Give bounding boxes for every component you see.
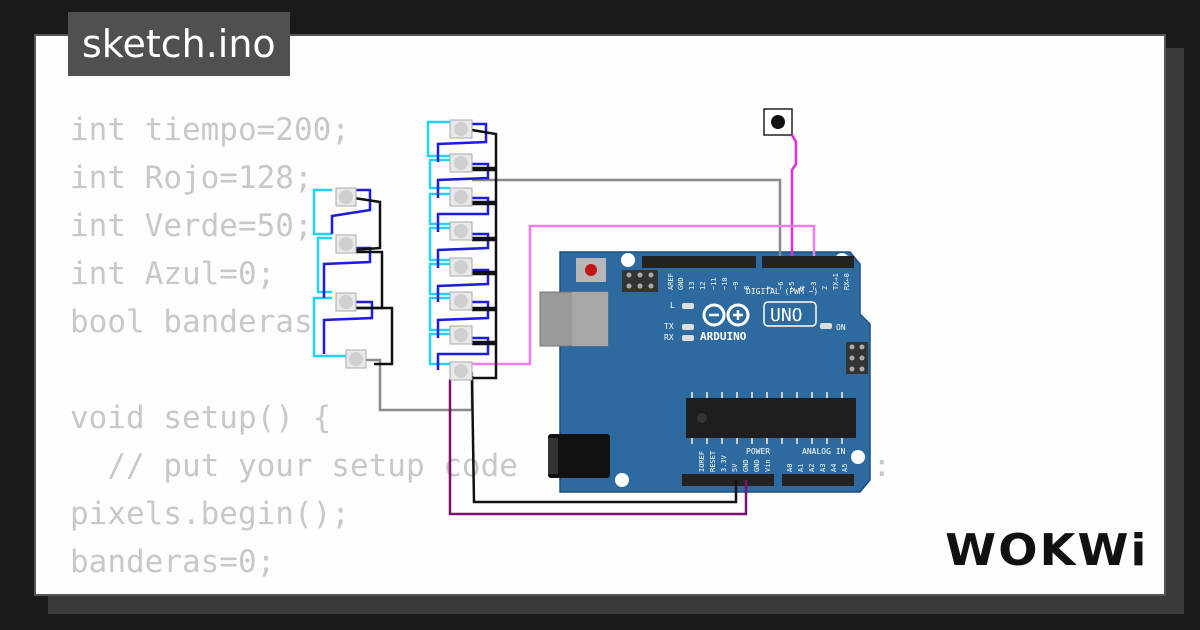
top-pin-label: 4 <box>799 286 807 290</box>
code-line: banderas=0; <box>70 544 276 580</box>
power-pin-label: Vin <box>764 459 772 472</box>
pushbutton[interactable] <box>763 108 793 136</box>
neopixel-right-strip[interactable] <box>449 119 473 381</box>
top-pin-label: ~6 <box>777 282 785 290</box>
analog-pin-label: A3 <box>819 464 827 472</box>
led-label-rx: RX <box>664 333 674 342</box>
code-line: int Rojo=128; <box>70 160 313 196</box>
top-pin-label: 2 <box>821 286 829 290</box>
sketch-filename: sketch.ino <box>68 12 290 76</box>
top-pin-label: GND <box>677 277 685 290</box>
top-pin-label: TX→1 <box>832 273 840 290</box>
arduino-uno-board[interactable]: ARDUINO UNO DIGITAL (PWM ~) POWER ANALOG… <box>539 251 871 493</box>
power-pin-label: 3.3V <box>720 454 728 472</box>
board-model: UNO <box>770 305 803 326</box>
neopixel-led[interactable] <box>449 119 473 139</box>
led-label-tx: TX <box>664 322 674 331</box>
neopixel-led[interactable] <box>335 292 357 312</box>
neopixel-led[interactable] <box>449 291 473 311</box>
analog-pin-label: A0 <box>786 464 794 472</box>
code-line: int Azul=0; <box>70 256 276 292</box>
neopixel-led[interactable] <box>449 257 473 277</box>
arduino-logo-icon <box>702 303 750 327</box>
neopixel-right-wiring <box>426 120 498 380</box>
on-label: ON <box>836 323 846 332</box>
top-pin-label: ~10 <box>721 277 729 290</box>
code-line: int tiempo=200; <box>70 112 350 148</box>
neopixel-left-strip[interactable] <box>335 187 367 369</box>
power-pin-label: GND <box>742 459 750 472</box>
neopixel-left-wiring <box>312 188 394 366</box>
neopixel-led[interactable] <box>449 361 473 381</box>
power-label: POWER <box>746 447 770 456</box>
analog-pin-label: A4 <box>830 464 838 472</box>
neopixel-led[interactable] <box>449 187 473 207</box>
code-line: int Verde=50; <box>70 208 313 244</box>
circuit-diagram: ARDUINO UNO DIGITAL (PWM ~) POWER ANALOG… <box>312 108 871 516</box>
code-preview: int tiempo=200; int Rojo=128; int Verde=… <box>70 106 892 594</box>
wokwi-logo: WOKWi <box>945 525 1149 576</box>
code-line: } <box>70 592 89 594</box>
top-pin-label: 13 <box>688 282 696 290</box>
wire-magenta <box>790 134 798 256</box>
analog-label: ANALOG IN <box>802 447 846 456</box>
neopixel-led[interactable] <box>335 187 357 207</box>
code-line: bool banderas <box>70 304 313 340</box>
neopixel-led[interactable] <box>449 153 473 173</box>
top-pin-label: 8 <box>743 286 751 290</box>
preview-card: int tiempo=200; int Rojo=128; int Verde=… <box>34 34 1166 596</box>
power-pin-label: RESET <box>709 450 717 472</box>
top-pin-label: ~11 <box>710 277 718 290</box>
top-pin-label: 7 <box>766 286 774 290</box>
digital-label: DIGITAL (PWM ~) <box>746 287 818 296</box>
top-pin-label: 12 <box>699 282 707 290</box>
wire-pink <box>472 224 816 366</box>
neopixel-led[interactable] <box>335 234 357 254</box>
led-label-l: L <box>670 301 675 310</box>
code-line: // put your setup code : <box>70 448 892 484</box>
power-pin-label: IOREF <box>698 451 706 472</box>
board-name: ARDUINO <box>700 330 747 343</box>
top-pin-label: ~9 <box>732 282 740 290</box>
top-pin-label: RX←0 <box>843 273 851 290</box>
neopixel-led[interactable] <box>345 349 367 369</box>
analog-pin-label: A1 <box>797 464 805 472</box>
analog-pin-label: A2 <box>808 464 816 472</box>
power-pin-label: GND <box>753 459 761 472</box>
top-pin-label: ~5 <box>788 282 796 290</box>
top-pin-label: ~3 <box>810 282 818 290</box>
analog-pin-label: A5 <box>841 464 849 472</box>
code-line: pixels.begin(); <box>70 496 350 532</box>
neopixel-led[interactable] <box>449 221 473 241</box>
code-line: void setup() { <box>70 400 332 436</box>
top-pin-label: AREF <box>667 273 675 290</box>
power-pin-label: 5V <box>731 463 739 472</box>
wire-black-gnd <box>470 375 738 504</box>
neopixel-led[interactable] <box>449 325 473 345</box>
wire-gray-upper <box>472 178 782 256</box>
